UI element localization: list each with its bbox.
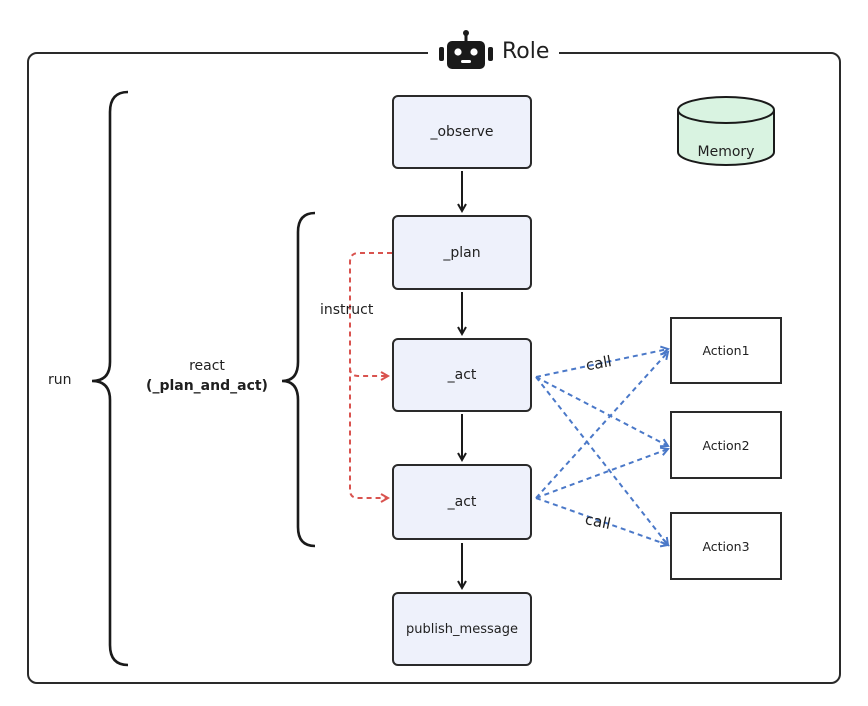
publish-message-box: publish_message — [392, 592, 532, 666]
run-label: run — [48, 372, 72, 388]
action-box-3: Action3 — [670, 512, 782, 580]
call-edge-act1-action2 — [535, 376, 668, 446]
call-edge-act2-action2 — [535, 449, 668, 499]
act-step-box-2: _act — [392, 464, 532, 540]
call-label-top: call — [584, 352, 613, 374]
observe-step-label: _observe — [430, 124, 494, 140]
memory-cylinder: Memory — [677, 96, 775, 166]
act-step-label-2: _act — [447, 494, 477, 510]
call-edge-act2-action1 — [535, 352, 668, 499]
action-box-2: Action2 — [670, 411, 782, 479]
act-step-label-1: _act — [447, 367, 477, 383]
run-brace — [91, 90, 129, 667]
observe-step-box: _observe — [392, 95, 532, 169]
instruct-label: instruct — [320, 302, 374, 318]
instruct-edge-branch — [349, 367, 388, 376]
react-sublabel: (_plan_and_act) — [146, 378, 268, 394]
action-label-1: Action1 — [702, 343, 750, 358]
instruct-edge-main — [349, 252, 392, 498]
action-label-2: Action2 — [702, 437, 750, 453]
call-edge-act1-action1 — [535, 349, 668, 378]
plan-step-label: _plan — [443, 244, 481, 261]
react-brace — [281, 211, 316, 548]
plan-step-box: _plan — [392, 215, 532, 290]
react-label-group: react (_plan_and_act) — [122, 356, 292, 396]
role-title: Role — [502, 38, 550, 64]
action-box-1: Action1 — [670, 317, 782, 384]
act-step-box-1: _act — [392, 338, 532, 412]
memory-label: Memory — [698, 144, 755, 160]
call-label-bottom: call — [583, 510, 612, 533]
action-label-3: Action3 — [702, 538, 750, 554]
robot-icon — [439, 30, 493, 69]
role-title-group: Role — [428, 26, 560, 76]
react-label: react — [189, 358, 225, 374]
publish-message-label: publish_message — [406, 621, 518, 637]
